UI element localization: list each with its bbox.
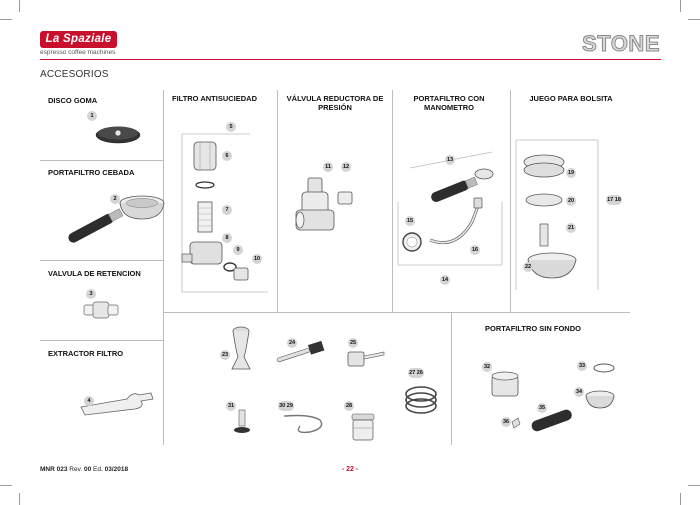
crop-mark xyxy=(0,19,12,20)
section-title: ACCESORIOS xyxy=(40,69,109,80)
callout-31: 31 xyxy=(226,401,236,411)
heading-juego-bolsita: JUEGO PARA BOLSITA xyxy=(529,94,613,103)
divider xyxy=(40,340,163,341)
pressure-reducer-drawing xyxy=(295,177,353,231)
callout-35: 35 xyxy=(537,403,547,413)
callout-11: 11 xyxy=(323,162,333,172)
callout-2: 2 xyxy=(110,194,120,204)
heading-portafiltro-sin-fondo: PORTAFILTRO SIN FONDO xyxy=(485,324,581,333)
grease-jar-drawing xyxy=(351,413,375,441)
callout-22: 22 xyxy=(523,262,533,272)
doc-reference: MNR 023 Rev. 00 Ed. 03/2018 xyxy=(40,466,128,473)
crop-mark xyxy=(680,493,681,505)
crop-mark xyxy=(19,493,20,505)
callout-7: 7 xyxy=(222,205,232,215)
crop-mark xyxy=(0,485,12,486)
bottomless-portafilter-drawing xyxy=(491,363,615,432)
brand-subtitle: espresso coffee machines xyxy=(40,49,116,56)
model-name: STONE xyxy=(582,31,660,57)
portafilter-gauge-drawing xyxy=(397,151,503,266)
callout-30-29: 30 29 xyxy=(278,401,294,411)
crop-mark xyxy=(688,485,700,486)
callout-25: 25 xyxy=(348,338,358,348)
callout-23: 23 xyxy=(220,350,230,360)
divider xyxy=(163,312,630,313)
hose-coil-drawing xyxy=(405,386,437,414)
brush-drawing xyxy=(276,340,325,363)
brand-logo: La Spaziale xyxy=(40,31,117,48)
crop-mark xyxy=(688,19,700,20)
callout-8: 8 xyxy=(222,233,232,243)
tamper-drawing xyxy=(231,326,251,370)
check-valve-drawing xyxy=(83,301,119,319)
filter-extractor-drawing xyxy=(80,392,154,416)
divider xyxy=(40,260,163,261)
divider xyxy=(163,90,164,445)
portafilter-barley-drawing xyxy=(68,195,165,243)
callout-17-18: 17 18 xyxy=(606,195,622,205)
ed-date: 03/2018 xyxy=(104,466,129,473)
heading-valvula-retencion: VALVULA DE RETENCION xyxy=(48,269,141,278)
crop-mark xyxy=(680,0,681,12)
heading-portafiltro-cebada: PORTAFILTRO CEBADA xyxy=(48,168,135,177)
callout-21: 21 xyxy=(566,223,576,233)
crop-mark xyxy=(19,0,20,12)
rev-number: 00 xyxy=(83,466,92,473)
heading-filtro-antisuciedad: FILTRO ANTISUCIEDAD xyxy=(172,94,257,103)
braided-hose-drawing xyxy=(284,414,323,434)
callout-24: 24 xyxy=(287,338,297,348)
divider xyxy=(277,90,278,312)
rubber-disc-drawing xyxy=(95,126,141,144)
callout-5: 5 xyxy=(226,122,236,132)
callout-3: 3 xyxy=(86,289,96,299)
doc-code: MNR 023 xyxy=(40,466,68,473)
divider xyxy=(40,160,163,161)
page-number: - 22 - xyxy=(341,466,359,473)
dirt-filter-drawing xyxy=(181,133,268,293)
divider xyxy=(392,90,393,312)
callout-28: 28 xyxy=(344,401,354,411)
callout-12: 12 xyxy=(341,162,351,172)
foot-drawing xyxy=(234,409,250,433)
heading-portafiltro-manometro: PORTAFILTRO CON MANOMETRO xyxy=(413,94,485,112)
divider xyxy=(451,312,452,445)
callout-33: 33 xyxy=(577,361,587,371)
callout-27-26: 27 26 xyxy=(408,368,424,378)
rev-label: Rev. xyxy=(69,466,83,473)
pod-kit-drawing xyxy=(515,139,599,290)
brand-name: La Spaziale xyxy=(45,33,112,45)
divider xyxy=(510,90,511,312)
heading-valvula-reductora: VÁLVULA REDUCTORA DE PRESIÓN xyxy=(286,94,384,112)
header-divider xyxy=(40,59,661,60)
callout-16: 16 xyxy=(470,245,480,255)
heading-extractor-filtro: EXTRACTOR FILTRO xyxy=(48,349,124,358)
callout-32: 32 xyxy=(482,362,492,372)
callout-10: 10 xyxy=(252,254,262,264)
ed-label: Ed. xyxy=(93,466,103,473)
callout-14: 14 xyxy=(440,275,450,285)
callout-15: 15 xyxy=(405,216,415,226)
callout-19: 19 xyxy=(566,168,576,178)
callout-9: 9 xyxy=(233,245,243,255)
callout-6: 6 xyxy=(222,151,232,161)
callout-4: 4 xyxy=(84,396,94,406)
callout-36: 36 xyxy=(501,417,511,427)
callout-20: 20 xyxy=(566,196,576,206)
heading-disco-goma: DISCO GOMA xyxy=(48,96,98,105)
callout-34: 34 xyxy=(574,387,584,397)
measuring-spoon-drawing xyxy=(347,351,385,367)
callout-13: 13 xyxy=(445,155,455,165)
callout-1: 1 xyxy=(87,111,97,121)
